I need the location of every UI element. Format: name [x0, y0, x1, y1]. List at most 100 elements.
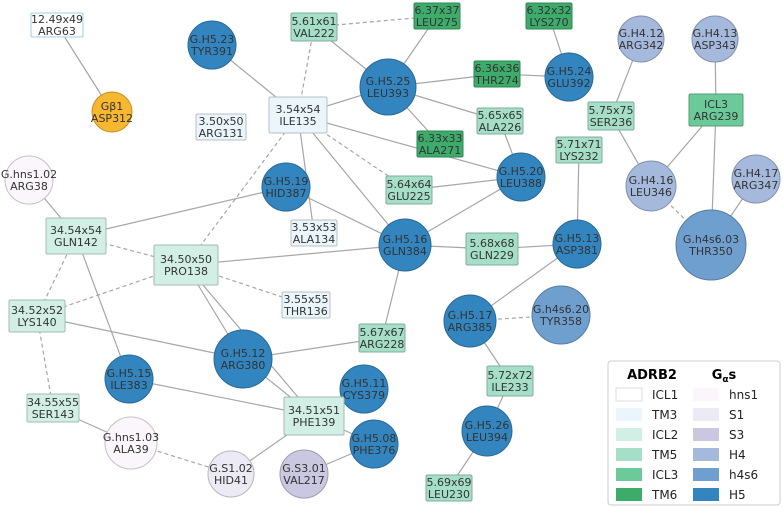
- node-shape-thr274: [473, 60, 521, 88]
- node-shape-asp312: [91, 91, 133, 133]
- node-shape-ala39: [104, 416, 158, 470]
- node-shape-gln384: [378, 218, 432, 272]
- node-shape-leu388: [496, 152, 546, 202]
- node-shape-ala271: [416, 130, 464, 158]
- legend-swatch-gas-H5: [693, 488, 719, 501]
- node-shape-arg342: [617, 15, 665, 63]
- node-shape-ile135: [268, 96, 328, 134]
- legend: ADRB2 Gαs ICL1TM3ICL2TM5ICL3TM6hns1S1S3H…: [607, 360, 781, 506]
- legend-swatch-gas-S3: [693, 428, 719, 441]
- legend-label-adrb2-ICL3: ICL3: [652, 468, 678, 482]
- legend-swatch-adrb2-ICL2: [616, 428, 642, 441]
- node-shape-glu392: [544, 52, 594, 102]
- edge-gln142-hid387: [75, 186, 287, 237]
- legend-title-adrb2: ADRB2: [627, 368, 677, 383]
- legend-label-adrb2-TM3: TM3: [651, 408, 677, 422]
- node-shape-ala226: [476, 107, 524, 135]
- legend-label-adrb2-TM5: TM5: [651, 448, 677, 462]
- legend-label-gas-hns1: hns1: [729, 388, 758, 402]
- node-shape-gln142: [45, 217, 107, 255]
- node-shape-cys379: [339, 364, 389, 414]
- node-shape-leu394: [461, 405, 513, 457]
- node-shape-hid387: [261, 162, 311, 212]
- node-shape-lys232: [555, 136, 603, 164]
- legend-swatch-gas-hns1: [693, 388, 719, 401]
- edge-ile383-phe139: [128, 378, 315, 417]
- legend-swatch-adrb2-TM5: [616, 448, 642, 461]
- legend-label-gas-h4s6: h4s6: [729, 468, 758, 482]
- node-shape-gln229: [465, 232, 519, 266]
- legend-swatch-gas-h4s6: [693, 468, 719, 481]
